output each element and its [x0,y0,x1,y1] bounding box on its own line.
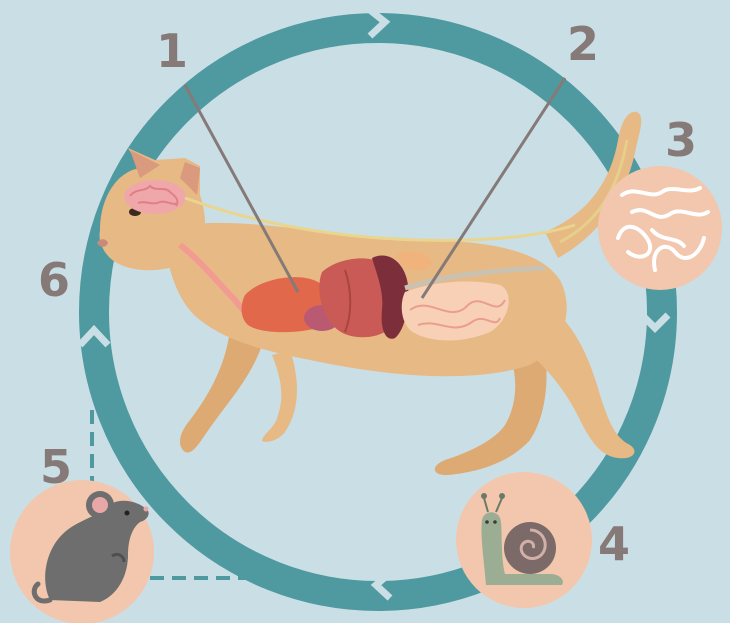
mouse-icon [10,480,154,623]
label-3: 3 [665,113,697,167]
brain-organ [124,180,186,214]
label-6: 6 [38,253,70,307]
worm-larvae-icon [598,166,722,290]
label-2: 2 [567,17,599,71]
label-4: 4 [598,517,630,571]
label-5: 5 [40,440,72,494]
label-1: 1 [156,24,188,78]
cat-illustration [97,112,641,475]
snail-icon [456,472,592,608]
